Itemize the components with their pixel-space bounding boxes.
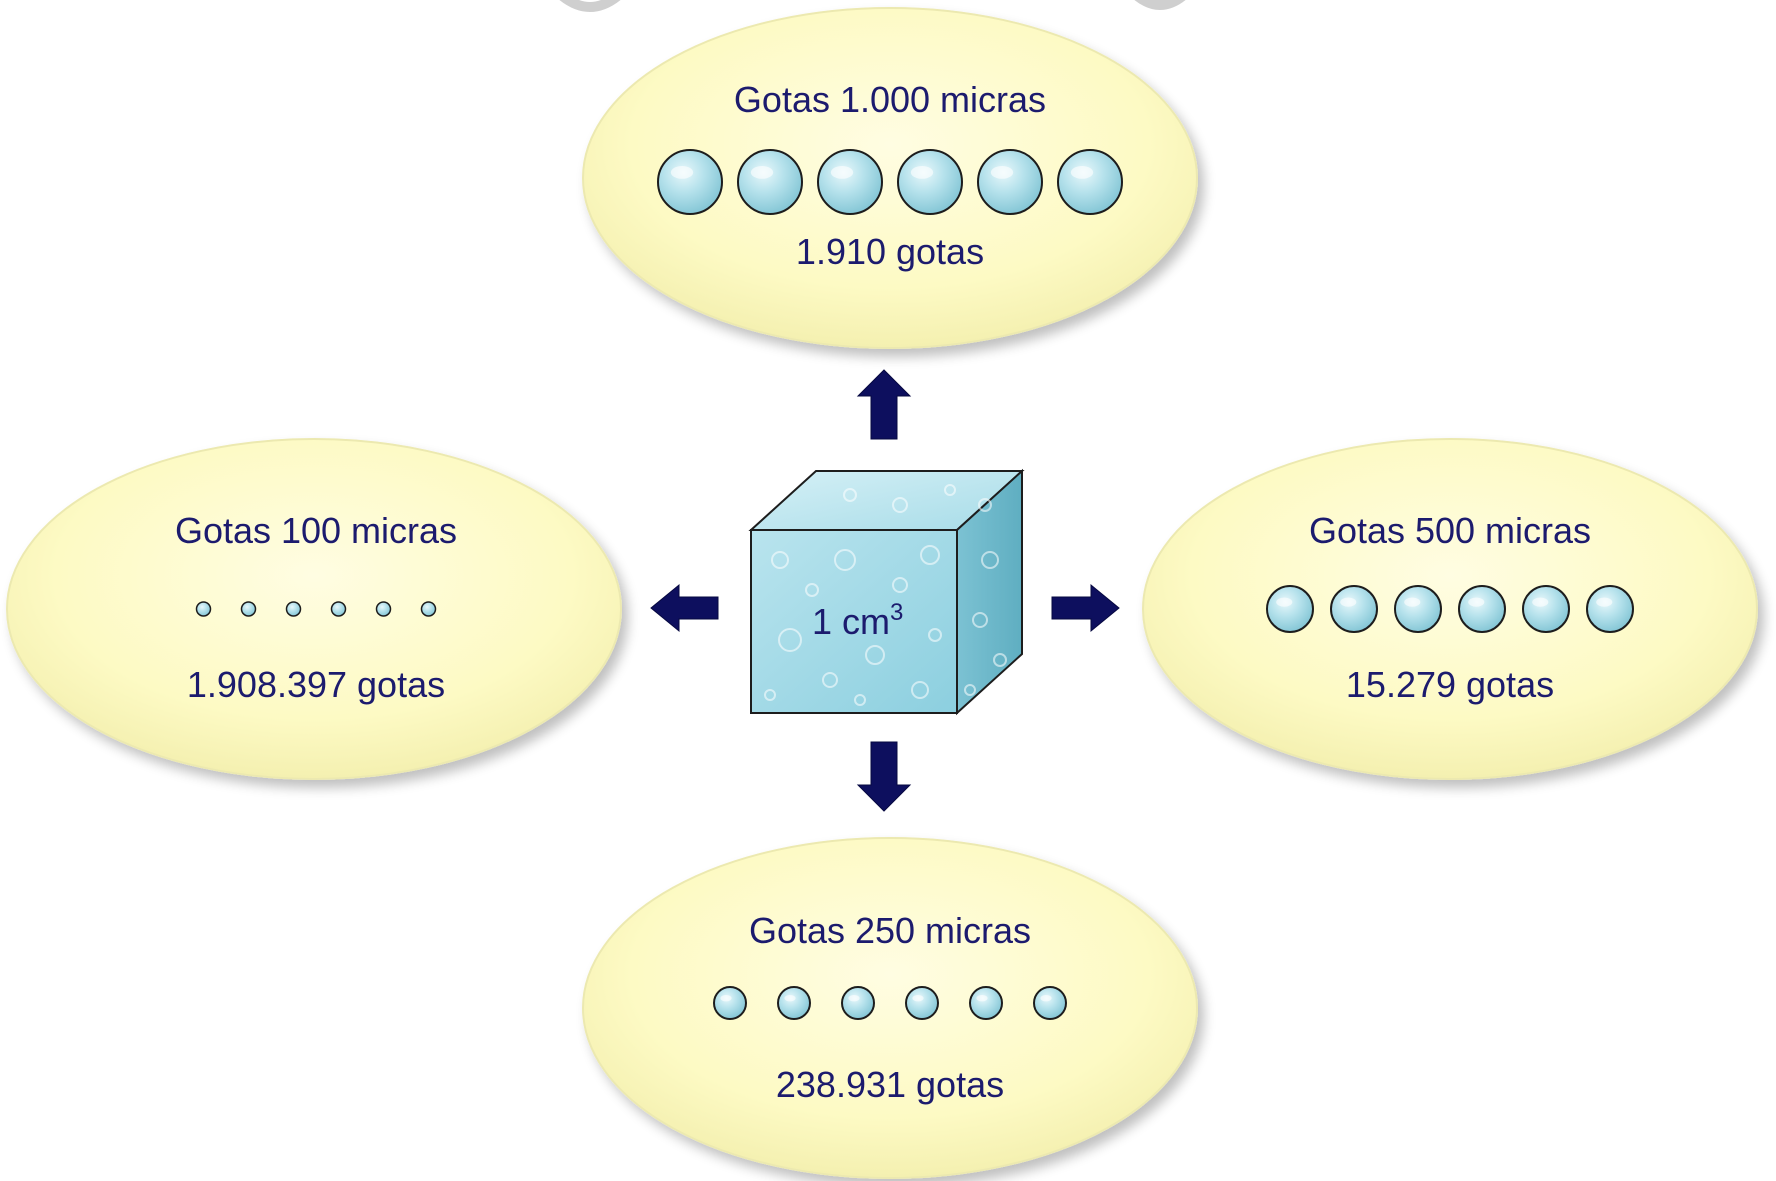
drop-highlight xyxy=(910,166,934,179)
title-250-micras: Gotas 250 micras xyxy=(749,910,1031,951)
arrow-right-icon xyxy=(1051,583,1120,633)
cube-volume-main: 1 cm xyxy=(812,601,890,642)
drop-row-1000-micras xyxy=(657,149,1123,215)
count-500-micras: 15.279 gotas xyxy=(1346,664,1554,705)
drop-highlight xyxy=(912,995,924,1002)
water-drop-icon xyxy=(420,601,437,617)
cube-volume-exponent: 3 xyxy=(890,599,903,626)
water-drop-icon xyxy=(1586,585,1634,633)
water-drop-icon xyxy=(375,601,392,617)
drop-highlight xyxy=(784,995,796,1002)
ellipse-right xyxy=(1142,438,1758,780)
water-drop-icon xyxy=(841,986,875,1020)
drop-highlight xyxy=(976,995,988,1002)
drop-highlight xyxy=(1596,597,1613,607)
drop-highlight xyxy=(1404,597,1421,607)
water-drop-icon xyxy=(969,986,1003,1020)
drop-highlight xyxy=(720,995,732,1002)
water-drop-icon xyxy=(713,986,747,1020)
water-drop-icon xyxy=(657,149,723,215)
ellipse-bottom xyxy=(582,837,1198,1179)
title-500-micras: Gotas 500 micras xyxy=(1309,510,1591,551)
water-drop-icon xyxy=(897,149,963,215)
water-drop-icon xyxy=(1394,585,1442,633)
water-drop-icon xyxy=(737,149,803,215)
title-100-micras: Gotas 100 micras xyxy=(175,510,457,551)
drop-highlight xyxy=(1276,597,1293,607)
count-1000-micras: 1.910 gotas xyxy=(796,231,984,272)
water-drop-icon xyxy=(905,986,939,1020)
water-drop-icon xyxy=(330,601,347,617)
drop-highlight xyxy=(750,166,774,179)
water-drop-icon xyxy=(1057,149,1123,215)
water-drop-icon xyxy=(977,149,1043,215)
drop-row-250-micras xyxy=(713,986,1067,1020)
water-drop-icon xyxy=(1033,986,1067,1020)
water-drop-icon xyxy=(240,601,257,617)
drop-highlight xyxy=(1468,597,1485,607)
water-drop-icon xyxy=(1330,585,1378,633)
drop-highlight xyxy=(830,166,854,179)
water-drop-icon xyxy=(285,601,302,617)
ellipse-top xyxy=(582,7,1198,349)
cube-bubble-texture xyxy=(764,484,1007,706)
water-drop-icon xyxy=(1522,585,1570,633)
count-100-micras: 1.908.397 gotas xyxy=(187,664,445,705)
water-drop-icon xyxy=(817,149,883,215)
drop-row-500-micras xyxy=(1266,585,1634,633)
count-250-micras: 238.931 gotas xyxy=(776,1064,1004,1105)
title-1000-micras: Gotas 1.000 micras xyxy=(734,79,1046,120)
water-drop-icon xyxy=(777,986,811,1020)
drop-highlight xyxy=(990,166,1014,179)
arrow-left-icon xyxy=(650,583,719,633)
drop-row-100-micras xyxy=(195,601,437,617)
arrow-up-icon xyxy=(856,369,912,440)
ellipse-left xyxy=(6,438,622,780)
drop-highlight xyxy=(670,166,694,179)
cut-heading-fragment xyxy=(559,0,1186,12)
arrow-down-icon xyxy=(856,741,912,812)
drop-highlight xyxy=(848,995,860,1002)
drop-highlight xyxy=(1340,597,1357,607)
drop-highlight xyxy=(1532,597,1549,607)
drop-highlight xyxy=(1070,166,1094,179)
water-drop-icon xyxy=(1458,585,1506,633)
drop-highlight xyxy=(1040,995,1052,1002)
water-cube-icon: 1 cm3 xyxy=(748,468,1025,716)
water-drop-icon xyxy=(1266,585,1314,633)
cube-volume-label: 1 cm3 xyxy=(812,599,903,642)
water-drop-icon xyxy=(195,601,212,617)
